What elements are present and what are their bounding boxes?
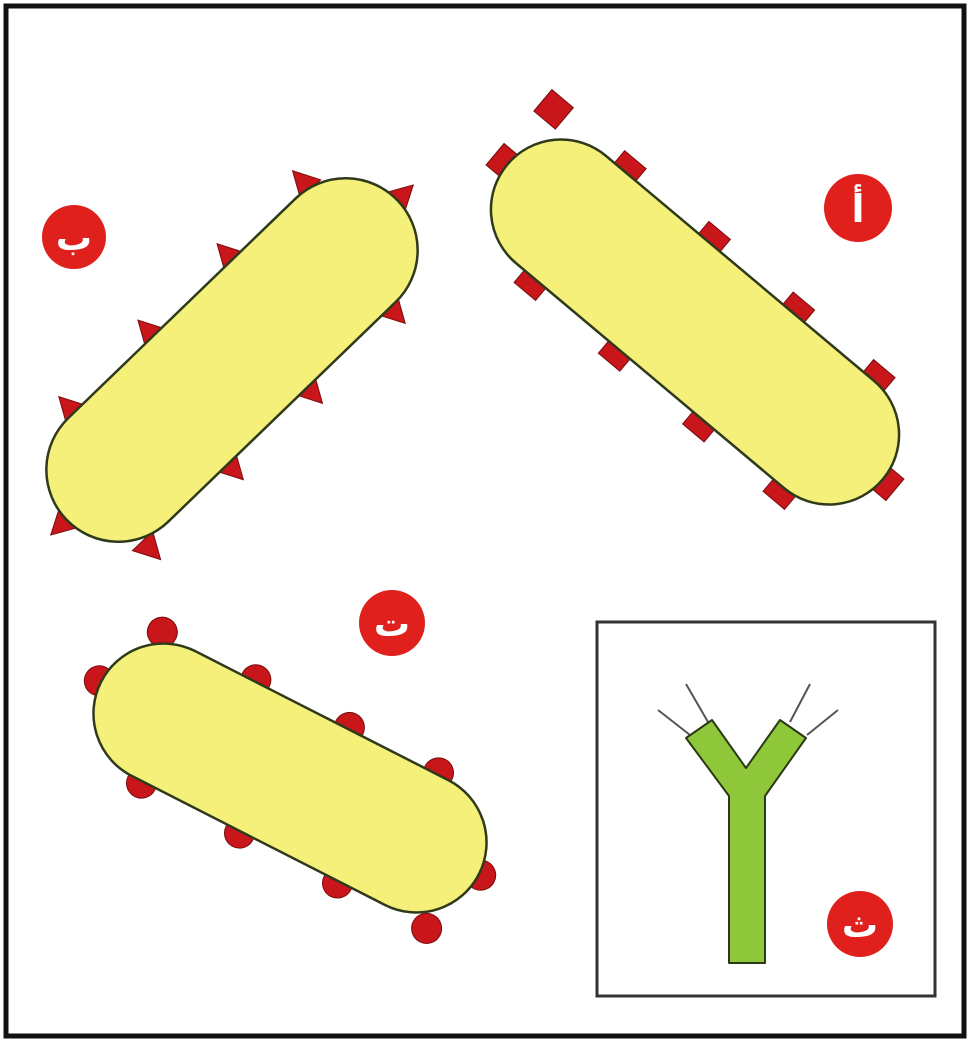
- label-a-text: أ: [851, 184, 864, 231]
- label-c: ت: [359, 590, 425, 656]
- label-a: أ: [824, 174, 892, 242]
- label-b: ب: [42, 205, 106, 269]
- label-d-text: ث: [842, 905, 878, 946]
- label-c-text: ت: [374, 604, 410, 645]
- label-b-text: ب: [56, 218, 92, 259]
- label-d: ث: [827, 891, 893, 957]
